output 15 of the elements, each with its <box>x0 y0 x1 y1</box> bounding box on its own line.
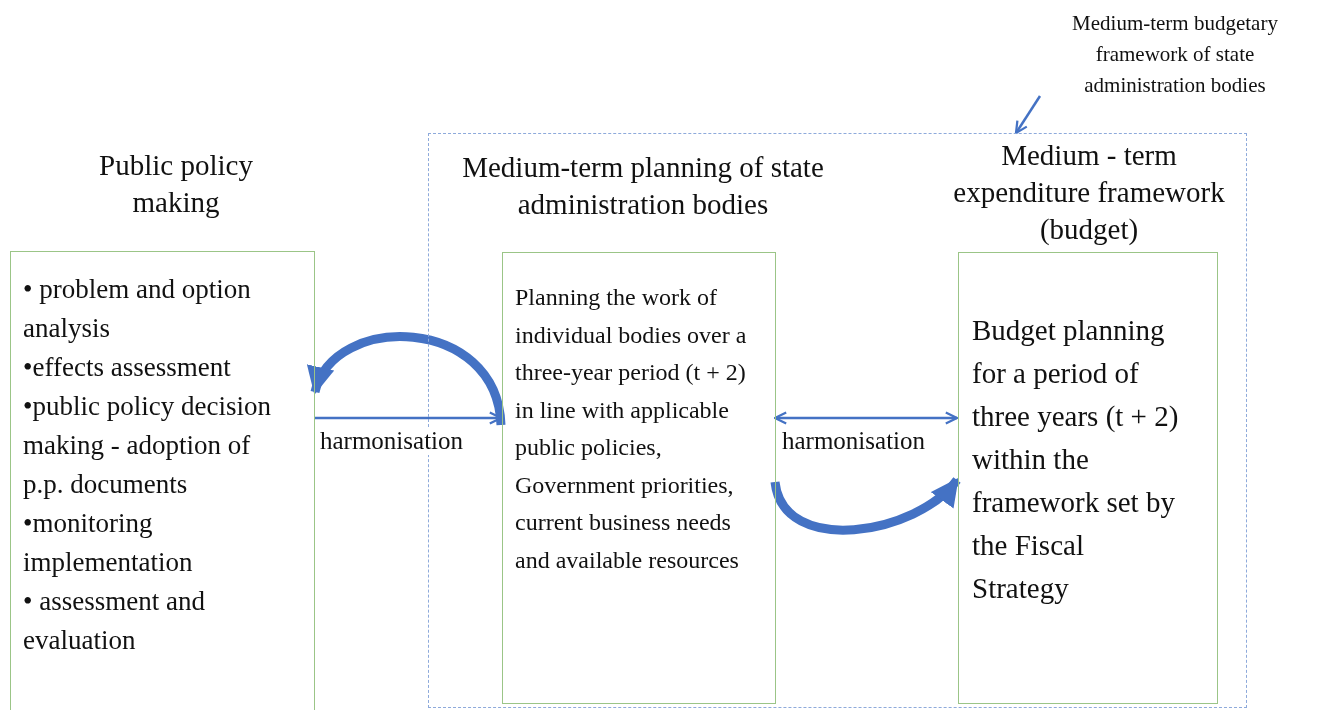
heading: Medium - term expenditure framework (budget) <box>952 138 1226 247</box>
bullet-item: •public policy decision making - adoption of p.p. documents <box>23 390 272 501</box>
note-text: Medium-term budgetary framework of state administration bodies <box>1040 8 1310 108</box>
bullet-item: • problem and option analysis <box>23 273 252 345</box>
heading: Medium-term planning of state administration bodies <box>461 150 825 222</box>
bullet-item: • assessment and evaluation <box>23 585 206 657</box>
heading: Public policy making <box>98 148 254 220</box>
edge-label: harmonisation <box>318 427 466 455</box>
body-text: Budget planning for a period of three years (t + 2) within the framework set by the Fiscal Strategy <box>972 313 1180 606</box>
bullet-item: •monitoring implementation <box>23 507 194 579</box>
arrow <box>1014 95 1042 135</box>
arrow <box>310 332 506 426</box>
bullet-item: •effects assessment <box>23 351 232 384</box>
arrow <box>773 411 959 425</box>
body-text: Planning the work of individual bodies over a three-year period (t + 2) in line with applicable public policies, Government priorities, current business needs and available resources <box>515 283 748 575</box>
